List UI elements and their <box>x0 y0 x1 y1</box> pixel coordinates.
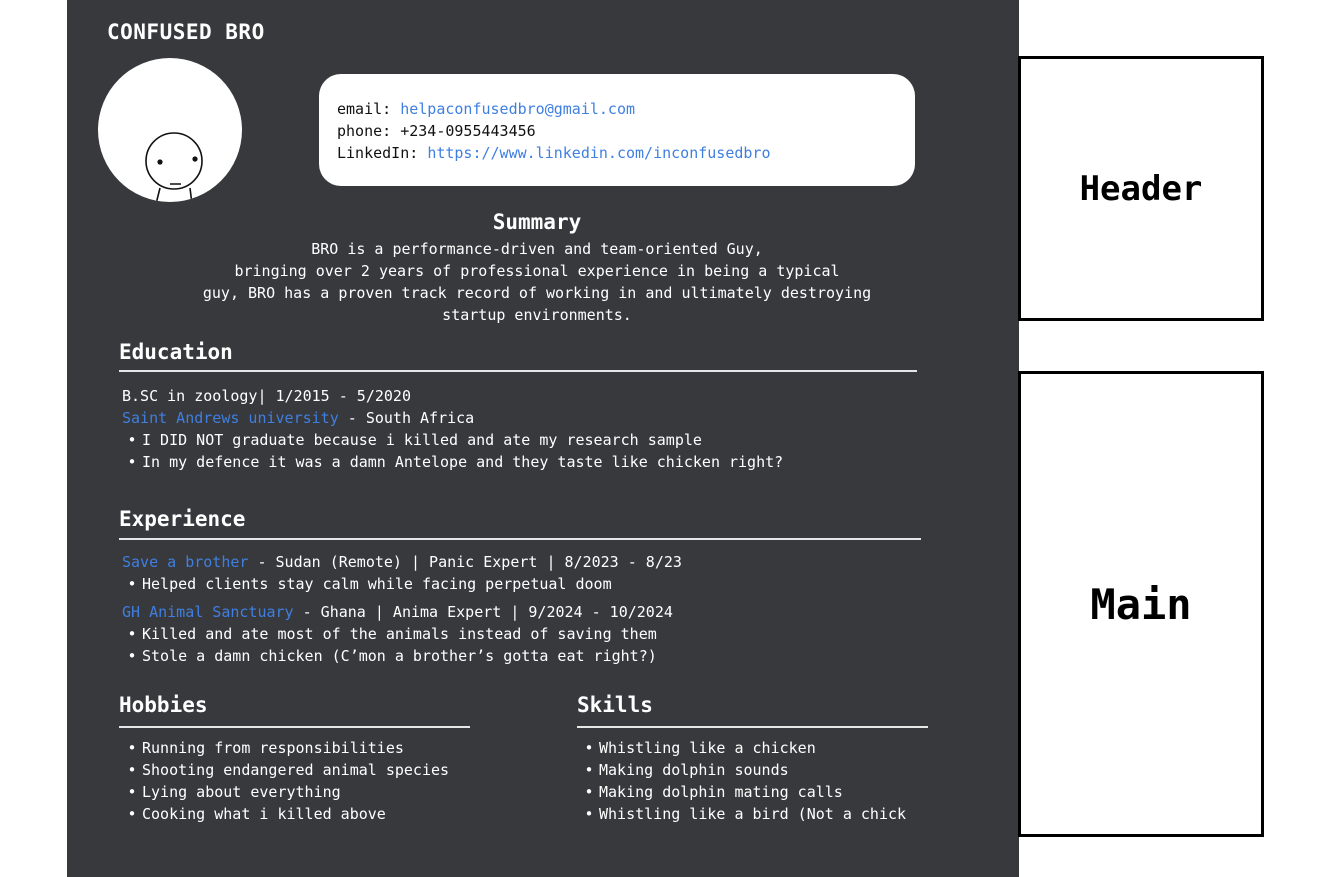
linkedin-row: LinkedIn: https://www.linkedin.com/incon… <box>337 142 897 164</box>
list-item: •Stole a damn chicken (C’mon a brother’s… <box>127 647 657 665</box>
list-item: •Whistling like a bird (Not a chick <box>584 805 907 823</box>
email-link[interactable]: helpaconfusedbro@gmail.com <box>400 100 636 118</box>
summary-text: BRO is a performance-driven and team-ori… <box>157 238 917 326</box>
email-label: email: <box>337 100 392 118</box>
resume-panel: CONFUSED BRO email: helpaconfusedbro@gma… <box>67 0 1019 877</box>
header-annotation-box: Header <box>1018 56 1264 321</box>
education-school-row: Saint Andrews university - South Africa <box>122 407 783 429</box>
header-annotation-label: Header <box>1079 168 1203 209</box>
list-item: •In my defence it was a damn Antelope an… <box>127 453 784 471</box>
skills-divider <box>577 726 928 728</box>
list-item: •Shooting endangered animal species <box>127 761 450 779</box>
main-annotation-label: Main <box>1090 579 1192 629</box>
list-item: •Helped clients stay calm while facing p… <box>127 575 612 593</box>
list-item: •Lying about everything <box>127 783 341 801</box>
summary-line: BRO is a performance-driven and team-ori… <box>311 240 763 258</box>
education-title: Education <box>119 340 233 364</box>
phone-row: phone: +234-0955443456 <box>337 120 897 142</box>
phone-value: +234-0955443456 <box>400 122 536 140</box>
hobbies-title: Hobbies <box>119 693 208 717</box>
contact-card: email: helpaconfusedbro@gmail.com phone:… <box>319 74 915 186</box>
summary-line: bringing over 2 years of professional ex… <box>234 262 840 280</box>
list-item: •Killed and ate most of the animals inst… <box>127 625 657 643</box>
job-title-row: Save a brother - Sudan (Remote) | Panic … <box>122 551 682 573</box>
summary-line: startup environments. <box>442 306 632 324</box>
list-item: •Whistling like a chicken <box>584 739 816 757</box>
job-title-row: GH Animal Sanctuary - Ghana | Anima Expe… <box>122 601 682 623</box>
main-annotation-box: Main <box>1018 371 1264 837</box>
hobbies-list: •Running from responsibilities •Shooting… <box>122 737 449 825</box>
avatar <box>98 58 242 202</box>
education-location: - South Africa <box>338 409 475 427</box>
list-item: •Running from responsibilities <box>127 739 404 757</box>
job-company[interactable]: GH Animal Sanctuary <box>122 603 294 621</box>
list-item: •Making dolphin mating calls <box>584 783 843 801</box>
list-item: •I DID NOT graduate because i killed and… <box>127 431 702 449</box>
hobbies-divider <box>119 726 470 728</box>
experience-block: Save a brother - Sudan (Remote) | Panic … <box>122 551 682 667</box>
list-item: •Making dolphin sounds <box>584 761 789 779</box>
linkedin-link[interactable]: https://www.linkedin.com/inconfusedbro <box>427 144 771 162</box>
list-item: •Cooking what i killed above <box>127 805 386 823</box>
experience-divider <box>119 538 921 540</box>
education-degree: B.SC in zoology| 1/2015 - 5/2020 <box>122 387 411 405</box>
education-divider <box>119 370 917 372</box>
education-block: B.SC in zoology| 1/2015 - 5/2020 Saint A… <box>122 385 783 473</box>
summary-line: guy, BRO has a proven track record of wo… <box>202 284 872 302</box>
linkedin-label: LinkedIn: <box>337 144 419 162</box>
summary-title: Summary <box>492 210 582 234</box>
experience-title: Experience <box>119 507 246 531</box>
skills-title: Skills <box>577 693 653 717</box>
job-details: - Ghana | Anima Expert | 9/2024 - 10/202… <box>293 603 673 621</box>
job-company[interactable]: Save a brother <box>122 553 249 571</box>
skills-list: •Whistling like a chicken •Making dolphi… <box>579 737 906 825</box>
job-details: - Sudan (Remote) | Panic Expert | 8/2023… <box>248 553 682 571</box>
stick-figure-icon <box>145 132 203 202</box>
education-school[interactable]: Saint Andrews university <box>122 409 339 427</box>
email-row: email: helpaconfusedbro@gmail.com <box>337 98 897 120</box>
phone-label: phone: <box>337 122 392 140</box>
resume-name: CONFUSED BRO <box>107 20 265 44</box>
